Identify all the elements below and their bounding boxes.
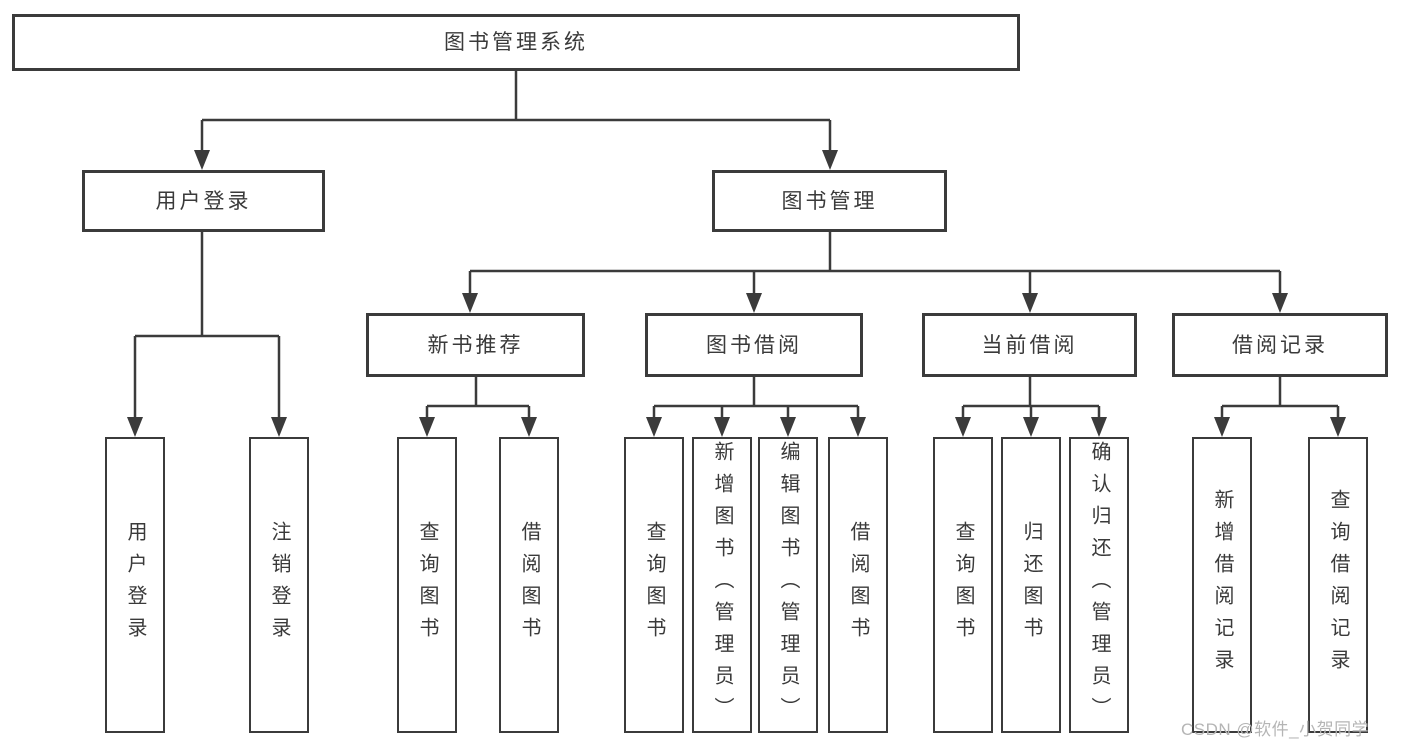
node-borrow-records: 借阅记录 <box>1172 313 1388 377</box>
leaf-query-book-recommend: 查询图书 <box>397 437 457 733</box>
leaf-borrow-book-label: 借阅图书 <box>847 521 869 649</box>
node-root: 图书管理系统 <box>12 14 1020 71</box>
node-new-book-recommend-label: 新书推荐 <box>427 333 524 357</box>
leaf-query-book-current-label: 查询图书 <box>952 521 974 649</box>
node-book-management-label: 图书管理 <box>781 189 878 213</box>
node-book-borrow-label: 图书借阅 <box>706 333 802 357</box>
leaf-borrow-book: 借阅图书 <box>828 437 888 733</box>
leaf-borrow-book-recommend-label: 借阅图书 <box>518 521 540 649</box>
node-root-label: 图书管理系统 <box>444 31 588 54</box>
leaf-add-borrow-record: 新增借阅记录 <box>1192 437 1252 733</box>
leaf-edit-book-admin-label: 编辑图书（管理员） <box>777 441 799 729</box>
leaf-user-login-label: 用户登录 <box>124 521 146 649</box>
node-current-borrow: 当前借阅 <box>922 313 1137 377</box>
leaf-user-login: 用户登录 <box>105 437 165 733</box>
leaf-logout-login: 注销登录 <box>249 437 309 733</box>
csdn-watermark: CSDN @软件_小贺同学 <box>1181 720 1370 739</box>
leaf-query-borrow-record: 查询借阅记录 <box>1308 437 1368 733</box>
leaf-return-book-label: 归还图书 <box>1020 521 1042 649</box>
leaf-query-book-borrow: 查询图书 <box>624 437 684 733</box>
leaf-query-borrow-record-label: 查询借阅记录 <box>1327 489 1349 681</box>
leaf-confirm-return-admin-label: 确认归还（管理员） <box>1088 441 1110 729</box>
leaf-confirm-return-admin: 确认归还（管理员） <box>1069 437 1129 733</box>
leaf-add-book-admin: 新增图书（管理员） <box>692 437 752 733</box>
node-new-book-recommend: 新书推荐 <box>366 313 585 377</box>
node-current-borrow-label: 当前借阅 <box>981 333 1078 357</box>
leaf-edit-book-admin: 编辑图书（管理员） <box>758 437 818 733</box>
node-user-login: 用户登录 <box>82 170 325 232</box>
node-book-borrow: 图书借阅 <box>645 313 863 377</box>
leaf-return-book: 归还图书 <box>1001 437 1061 733</box>
leaf-add-borrow-record-label: 新增借阅记录 <box>1211 489 1233 681</box>
leaf-query-book-current: 查询图书 <box>933 437 993 733</box>
leaf-logout-login-label: 注销登录 <box>268 521 290 649</box>
leaf-query-book-recommend-label: 查询图书 <box>416 521 438 649</box>
leaf-borrow-book-recommend: 借阅图书 <box>499 437 559 733</box>
leaf-query-book-borrow-label: 查询图书 <box>643 521 665 649</box>
node-book-management: 图书管理 <box>712 170 947 232</box>
node-borrow-records-label: 借阅记录 <box>1232 333 1328 357</box>
leaf-add-book-admin-label: 新增图书（管理员） <box>711 441 733 729</box>
node-user-login-label: 用户登录 <box>155 189 252 213</box>
